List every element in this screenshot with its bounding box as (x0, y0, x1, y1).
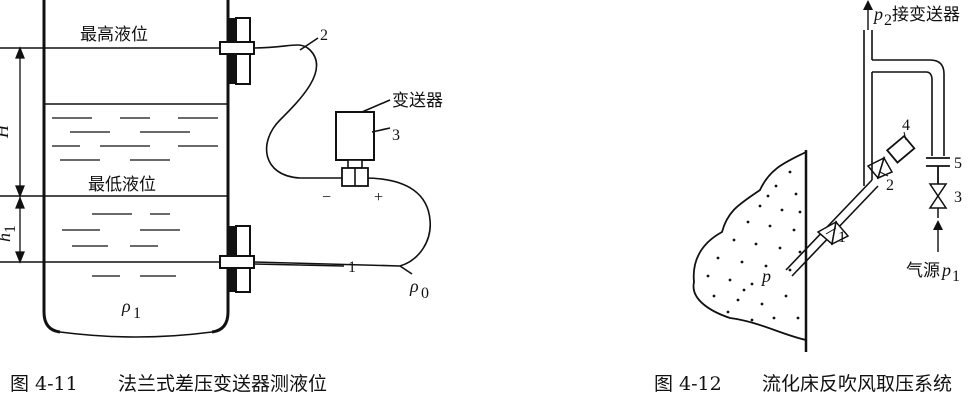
leader-r4 (903, 131, 907, 141)
callout-r4: 4 (902, 117, 910, 134)
caption-4-11-title: 法兰式差压变送器测液位 (118, 373, 327, 395)
svg-text:接变送器: 接变送器 (892, 5, 960, 25)
svg-text:h: h (0, 233, 14, 242)
caption-4-11-number: 图 4-11 (10, 373, 78, 395)
transmitter (335, 111, 375, 187)
leader-3 (371, 127, 391, 133)
callout-2: 2 (320, 27, 328, 44)
svg-text:p: p (940, 260, 951, 280)
callout-1: 1 (348, 259, 356, 276)
transmitter-label: 变送器 (392, 91, 443, 111)
particle-bed (692, 150, 807, 342)
p2-label: p 2 接变送器 (872, 4, 960, 29)
air-connection-inner (872, 71, 933, 156)
p-point-label: p (760, 266, 771, 286)
valve-3 (928, 183, 948, 218)
svg-text:0: 0 (421, 285, 429, 302)
liquid-hatch-upper (52, 117, 218, 161)
max-level-label: 最高液位 (80, 25, 148, 45)
svg-text:ρ: ρ (409, 276, 419, 296)
leader-rho0 (399, 265, 413, 275)
min-level-label: 最低液位 (88, 175, 156, 195)
upper-flange (219, 17, 255, 85)
air-source-label: 气源 p 1 (906, 260, 960, 285)
particle-dots (706, 170, 802, 322)
svg-text:1: 1 (2, 225, 19, 233)
capillary-lower (253, 177, 431, 267)
probe-pipe (785, 179, 873, 271)
leader-2 (299, 37, 319, 51)
leader-1 (253, 263, 345, 267)
lower-flange (219, 225, 255, 293)
svg-text:2: 2 (884, 12, 892, 29)
rho0-label: ρ 0 (409, 276, 429, 302)
arrow-up-to-transmitter (863, 0, 873, 30)
caption-4-12-number: 图 4-12 (654, 373, 722, 395)
air-source-arrow (933, 220, 943, 252)
item-4-cap (885, 134, 916, 164)
dimension-lines (15, 46, 25, 264)
height-h1-label: h 1 (0, 225, 19, 242)
figure-4-12: p 2 接变送器 4 2 1 5 3 p 气源 p 1 图 4-12 流化床反吹… (654, 0, 962, 395)
svg-text:p: p (872, 4, 883, 24)
air-connection (872, 59, 945, 156)
capillary-upper (253, 44, 348, 179)
restrictor-5 (926, 157, 950, 184)
leader-transmitter (361, 99, 391, 113)
callout-r3: 3 (954, 189, 962, 206)
svg-text:气源: 气源 (906, 261, 940, 281)
liquid-hatch-lower (62, 213, 180, 277)
figure-4-11: 最高液位 最低液位 变送器 2 3 1 − + H h 1 ρ 1 ρ 0 图 … (0, 0, 443, 395)
callout-r2: 2 (886, 177, 894, 194)
svg-text:1: 1 (133, 305, 141, 322)
svg-text:ρ: ρ (121, 296, 131, 316)
vessel-left-wall (42, 0, 61, 334)
svg-text:1: 1 (952, 268, 960, 285)
rho1-label: ρ 1 (121, 296, 141, 322)
caption-4-12-title: 流化床反吹风取压系统 (762, 373, 952, 395)
leader-r2 (879, 171, 889, 177)
callout-r5: 5 (954, 155, 962, 172)
callout-r1: 1 (838, 229, 846, 246)
vessel-bottom (59, 331, 213, 338)
vessel-right-wall (211, 0, 230, 334)
height-H-label: H (0, 124, 12, 139)
minus-sign: − (322, 189, 331, 206)
leader-r1 (825, 227, 837, 235)
callout-3: 3 (392, 127, 400, 144)
plus-sign: + (374, 189, 383, 206)
